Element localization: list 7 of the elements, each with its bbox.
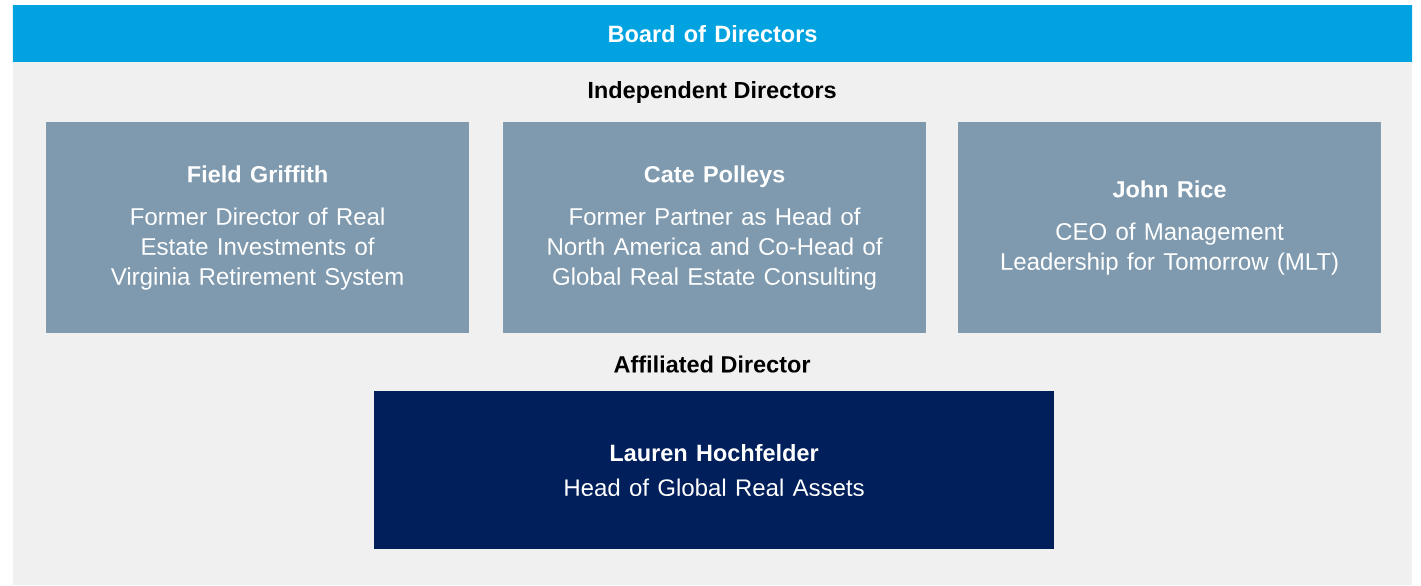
section-heading: Independent Directors xyxy=(588,81,836,103)
director-box: John Rice CEO of Management Leadership for Tomorrow (MLT) xyxy=(958,121,1381,334)
director-box: Lauren Hochfelder Head of Global Real Assets xyxy=(374,390,1054,550)
director-box: Cate Polleys Former Partner as Head of North America and Co-Head of Global Real Estate Consulting xyxy=(503,121,926,334)
section-heading: Affiliated Director xyxy=(614,355,811,373)
title-band: Board of Directors xyxy=(12,5,1413,62)
director-box: Field Griffith Former Director of Real Estate Investments of Virginia Retirement System xyxy=(46,121,469,334)
